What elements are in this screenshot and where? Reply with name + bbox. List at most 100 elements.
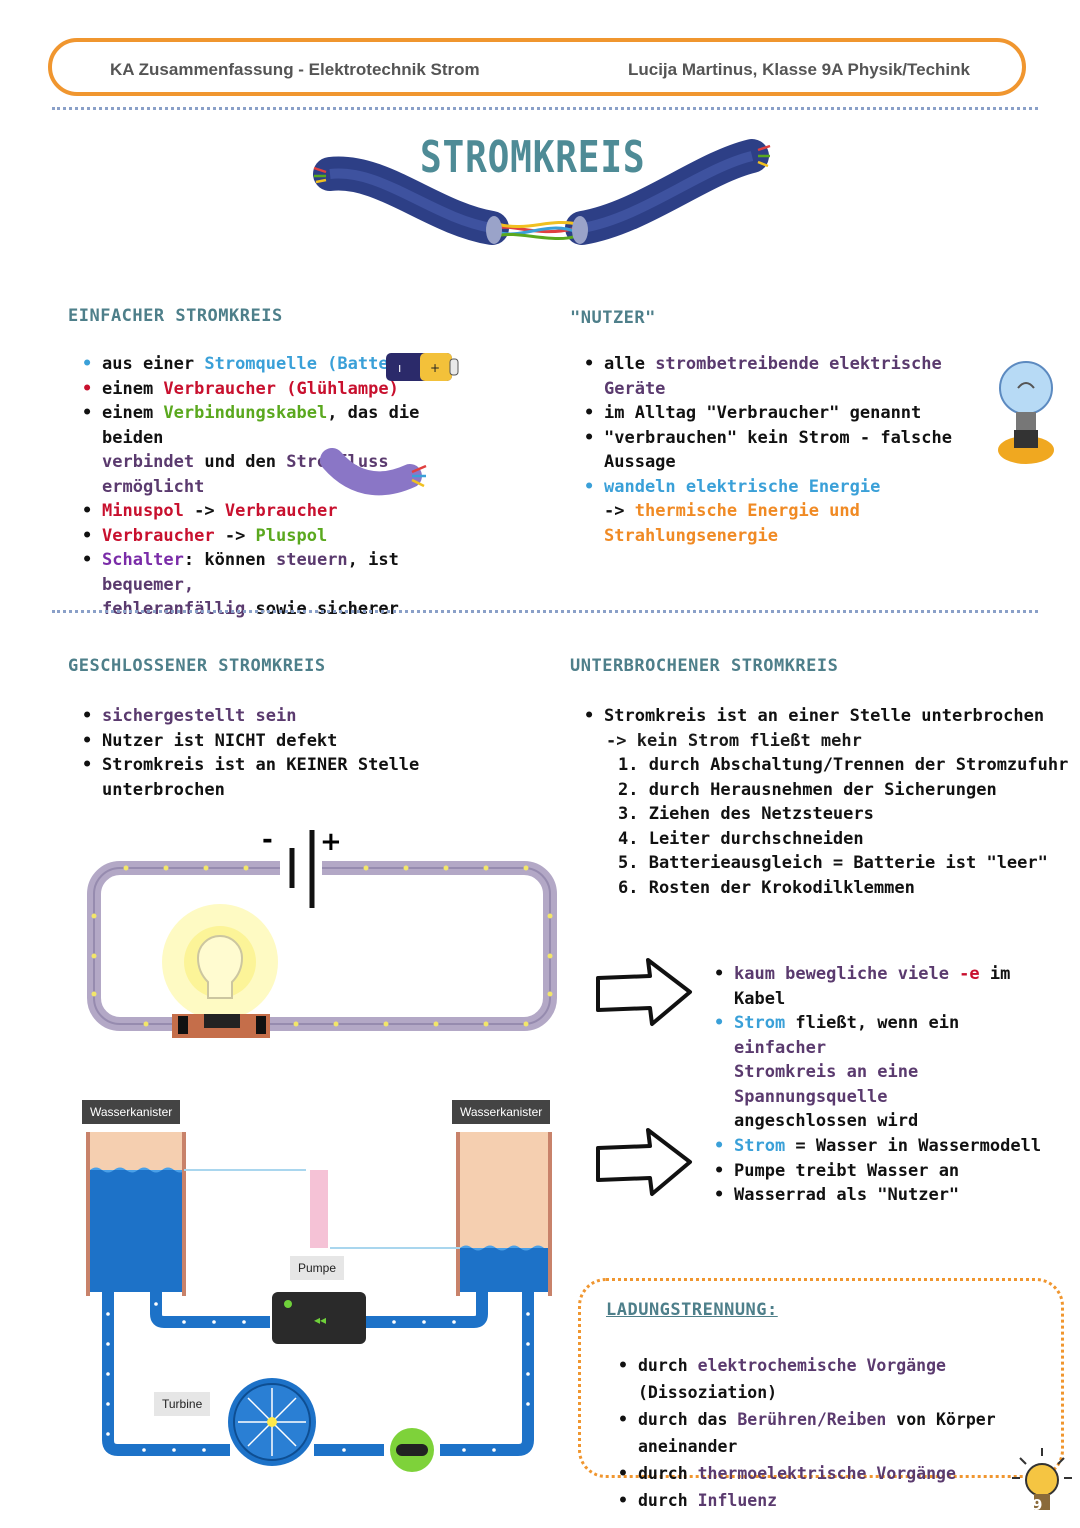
text: Pumpe treibt Wasser an bbox=[734, 1160, 960, 1181]
list-item: durch das Berühren/Reiben von Körper ane… bbox=[618, 1406, 1058, 1460]
text: Minuspol bbox=[102, 501, 184, 521]
text: Strom bbox=[734, 1013, 786, 1033]
step-item: 6. Rosten der Krokodilklemmen bbox=[618, 877, 915, 898]
text: wandeln elektrische Energie bbox=[604, 476, 881, 497]
unterbrochen-intro2: -> kein Strom fließt mehr bbox=[606, 731, 862, 751]
section-heading-ladung: LADUNGSTRENNUNG: bbox=[606, 1300, 778, 1320]
svg-text:ı: ı bbox=[398, 361, 401, 375]
step-item: 2. durch Herausnehmen der Sicherungen bbox=[618, 779, 997, 800]
list-item: Pumpe treibt Wasser an bbox=[714, 1159, 1044, 1184]
arrow-right-icon bbox=[596, 958, 692, 1026]
text: Stromquelle (Batterie) bbox=[204, 354, 430, 374]
text: einfacher bbox=[734, 1037, 827, 1058]
page-number: 9 bbox=[1032, 1496, 1043, 1514]
text: Verbraucher bbox=[102, 525, 215, 546]
text: thermoelektrische Vorgänge bbox=[697, 1464, 956, 1483]
list-item: einem Verbraucher (Glühlampe) bbox=[82, 377, 482, 402]
text: -> bbox=[604, 501, 635, 521]
list-ladung: durch elektrochemische Vorgänge (Dissozi… bbox=[618, 1352, 1058, 1514]
text: einem bbox=[102, 378, 164, 399]
list-item: sichergestellt sein bbox=[82, 704, 522, 729]
text: Stromfluss ermöglicht bbox=[102, 452, 389, 497]
circuit-diagram: - + bbox=[87, 826, 557, 1038]
text: -e bbox=[959, 964, 980, 984]
text: Verbraucher (Glühlampe) bbox=[163, 378, 399, 399]
list-item: durch thermoelektrische Vorgänge bbox=[618, 1460, 1058, 1487]
list-item: einem Verbindungskabel, das die beidenve… bbox=[82, 401, 482, 499]
text: sowie sicherer bbox=[245, 599, 399, 619]
list-item: durch elektrochemische Vorgänge (Dissozi… bbox=[618, 1352, 1058, 1406]
step-item: 3. Ziehen des Netzsteuers bbox=[618, 804, 874, 824]
list-item: Strom fließt, wenn ein einfacherStromkre… bbox=[714, 1011, 1044, 1134]
list-item: Stromkreis ist an einer Stelle unterbroc… bbox=[584, 704, 1054, 729]
text: verbindet bbox=[102, 452, 195, 472]
label-pump: Pumpe bbox=[290, 1256, 345, 1280]
list-item: Minuspol -> Verbraucher bbox=[82, 499, 482, 524]
list-item: kaum bewegliche viele -e im Kabel bbox=[714, 962, 1044, 1011]
list-item: Stromkreis ist an KEINER Stelle unterbro… bbox=[82, 753, 522, 802]
label-tank-right: Wasserkanister bbox=[452, 1100, 551, 1124]
text: "verbrauchen" kein Strom - falsche Aussa… bbox=[604, 427, 952, 473]
list-note2: Strom = Wasser in Wassermodell Pumpe tre… bbox=[714, 1134, 1044, 1208]
text: steuern bbox=[276, 550, 348, 570]
text: (Dissoziation) bbox=[638, 1383, 778, 1402]
text: Schalter bbox=[102, 550, 184, 570]
header-left-text: KA Zusammenfassung - Elektrotechnik Stro… bbox=[110, 60, 480, 79]
text: kaum bewegliche viele bbox=[734, 964, 960, 984]
cable-illustration bbox=[313, 139, 771, 245]
text: elektrochemische Vorgänge bbox=[697, 1356, 946, 1375]
step-item: 5. Batterieausgleich = Batterie ist "lee… bbox=[618, 853, 1048, 873]
battery-icon: ı + bbox=[386, 353, 459, 381]
header-bar: KA Zusammenfassung - Elektrotechnik Stro… bbox=[48, 38, 1026, 96]
text: -> bbox=[183, 501, 225, 521]
text: bequemer, bbox=[102, 574, 195, 595]
light-bulb-icon bbox=[998, 361, 1054, 464]
text: Wasserrad als "Nutzer" bbox=[734, 1185, 960, 1205]
text: Stromkreis ist an KEINER Stelle unterbro… bbox=[102, 755, 420, 800]
list-item: wandeln elektrische Energie-> thermische… bbox=[584, 475, 994, 549]
list-unterbrochen: Stromkreis ist an einer Stelle unterbroc… bbox=[584, 704, 1054, 729]
text: aus einer bbox=[102, 354, 205, 374]
text: durch bbox=[638, 1356, 698, 1375]
text: durch bbox=[638, 1491, 698, 1510]
text: Verbindungskabel bbox=[163, 403, 328, 423]
divider-middle bbox=[52, 610, 1038, 613]
text: sichergestellt sein bbox=[102, 706, 297, 726]
text: einem bbox=[102, 403, 164, 423]
text: Verbraucher bbox=[224, 501, 338, 521]
text: von Körper aneinander bbox=[638, 1410, 996, 1456]
list-einfach: aus einer Stromquelle (Batterie) einem V… bbox=[82, 352, 482, 622]
list-item: Nutzer ist NICHT defekt bbox=[82, 729, 522, 754]
text: durch das bbox=[638, 1410, 738, 1429]
text: durch bbox=[638, 1464, 698, 1483]
arrow-right-icon bbox=[596, 1128, 692, 1196]
list-item: aus einer Stromquelle (Batterie) bbox=[82, 352, 482, 377]
list-item: durch Influenz bbox=[618, 1487, 1058, 1514]
text: Stromkreis an eine Spannungsquelle bbox=[734, 1062, 919, 1107]
list-item: "verbrauchen" kein Strom - falsche Aussa… bbox=[584, 426, 994, 475]
plus-sign: + bbox=[320, 827, 342, 857]
bulb-page-icon bbox=[1012, 1448, 1072, 1510]
text: alle bbox=[604, 354, 656, 374]
section-heading-einfach: EINFACHER STROMKREIS bbox=[68, 306, 283, 326]
list-steps: 1. durch Abschaltung/Trennen der Stromzu… bbox=[618, 753, 1068, 900]
cable-icon bbox=[320, 448, 427, 496]
svg-text:+: + bbox=[430, 361, 440, 375]
list-item: Wasserrad als "Nutzer" bbox=[714, 1183, 1044, 1208]
list-item: im Alltag "Verbraucher" genannt bbox=[584, 401, 994, 426]
minus-sign: - bbox=[262, 826, 273, 855]
section-heading-geschlossen: GESCHLOSSENER STROMKREIS bbox=[68, 656, 326, 676]
section-heading-nutzer: "NUTZER" bbox=[570, 308, 656, 328]
header-right-text: Lucija Martinus, Klasse 9A Physik/Techin… bbox=[627, 60, 970, 79]
text: strombetreibende elektrische Geräte bbox=[604, 354, 942, 399]
svg-text:◂◂: ◂◂ bbox=[314, 1313, 326, 1327]
text: Strom bbox=[734, 1136, 786, 1156]
label-tank-left: Wasserkanister bbox=[82, 1100, 181, 1124]
page-title: STROMKREIS bbox=[420, 132, 646, 183]
text: Pluspol bbox=[255, 525, 328, 546]
text: = Wasser in Wassermodell bbox=[785, 1136, 1042, 1156]
step-item: 4. Leiter durchschneiden bbox=[618, 828, 864, 849]
text: , ist bbox=[347, 550, 399, 570]
text: -> bbox=[214, 525, 256, 546]
step-item: 1. durch Abschaltung/Trennen der Stromzu… bbox=[618, 755, 1069, 775]
